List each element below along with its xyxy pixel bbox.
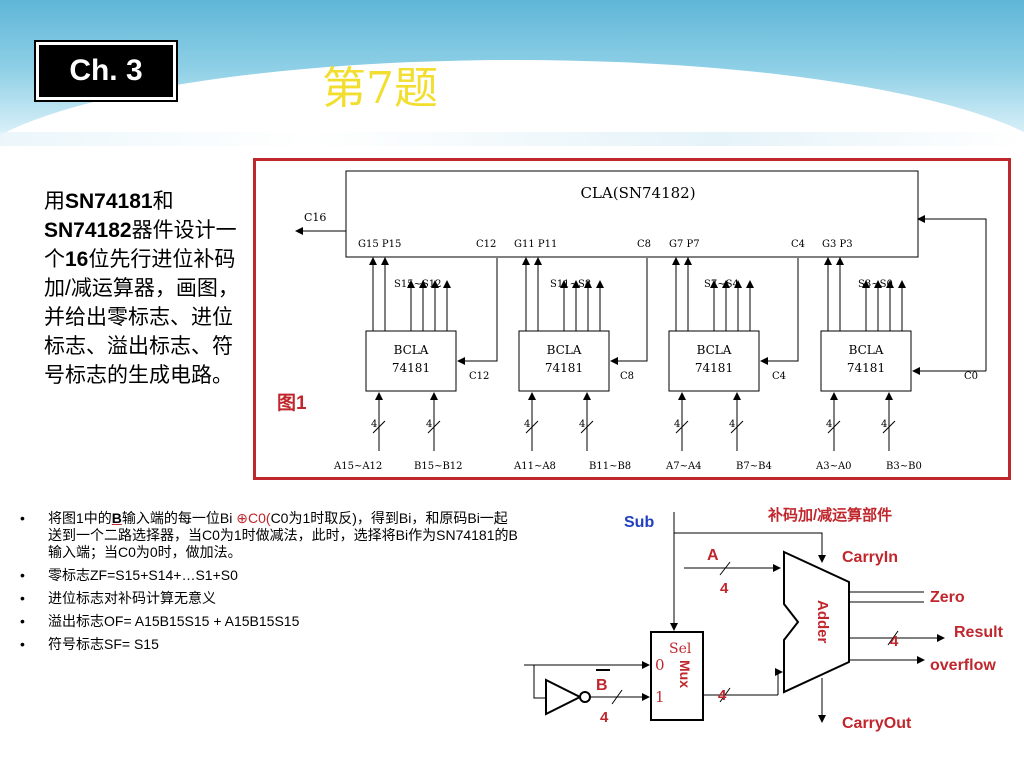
mux-label: Mux <box>677 660 693 688</box>
bus-width: 4 <box>371 419 377 430</box>
bus-width: 4 <box>826 419 832 430</box>
bus-width: 4 <box>729 419 735 430</box>
bus-width: 4 <box>674 419 680 430</box>
cin-label: C12 <box>476 239 496 250</box>
a-input-label: A11~A8 <box>513 461 556 472</box>
bcla-label: BCLA <box>394 343 429 357</box>
carry-label: C0 <box>964 371 978 382</box>
note-text: B <box>111 510 122 526</box>
bcla-label: 74181 <box>695 361 733 375</box>
cla-diagram: CLA(SN74182) C16 G15 P15 C12 G11 P11 C8 … <box>295 170 987 472</box>
bus-width: 4 <box>426 419 432 430</box>
a-input-label: A15~A12 <box>333 461 382 472</box>
problem-text-part: 器件设计一个 <box>44 219 237 271</box>
b-input-label: B11~B8 <box>589 461 631 472</box>
carry-label: C4 <box>772 371 786 382</box>
carry-label: C12 <box>469 371 489 382</box>
figure-1-frame: CLA(SN74182) C16 G15 P15 C12 G11 P11 C8 … <box>253 158 1011 480</box>
bcla-label: BCLA <box>697 343 732 357</box>
inverter <box>545 678 583 716</box>
bus-width: 4 <box>600 709 609 726</box>
problem-text-part: 16 <box>65 248 89 271</box>
bus-width: 4 <box>579 419 585 430</box>
cin-label: C8 <box>637 239 651 250</box>
b-bar-label: B <box>596 677 608 694</box>
sum-label: S3~S0 <box>858 279 893 290</box>
adder-label: Adder <box>814 600 831 644</box>
circuit-title: 补码加/减运算部件 <box>767 506 892 524</box>
b-input-label: B3~B0 <box>886 461 922 472</box>
chapter-badge: Ch. 3 <box>36 42 176 100</box>
bcla-label: 74181 <box>392 361 430 375</box>
sel-label: Sel <box>669 641 692 657</box>
bcla-block-2: BCLA 74181 S11~S8 C8 4 4 A11~A8 B11~B8 <box>513 257 648 472</box>
bcla-label: BCLA <box>547 343 582 357</box>
bcla-label: 74181 <box>847 361 885 375</box>
bcla-block-0: BCLA 74181 S3~S0 C0 4 4 A3~A0 B3~B0 <box>815 257 986 472</box>
note-text: 将图1中的 <box>48 510 112 526</box>
gp-label: G7 P7 <box>669 239 700 250</box>
problem-text-part: 位先行进位补码加/减运算器，画图，并给出零标志、进位标志、溢出标志、符号标志的生… <box>44 248 239 387</box>
adder-subtractor-circuit: 补码加/减运算部件 Sub A 4 CarryIn Adder Zero 4 R… <box>524 506 1004 732</box>
bus-width: 4 <box>720 580 729 597</box>
note-item: 溢出标志OF= A15B15S15 + A15B15S15 <box>20 613 520 630</box>
mux-input-0: 0 <box>655 656 665 674</box>
note-text: 输入端的每一位Bi <box>121 510 237 526</box>
problem-text: 用SN74181和 SN74182器件设计一个16位先行进位补码加/减运算器，画图… <box>44 187 244 390</box>
note-text: C0为1时取反)，得到Bi，和原码Bi一起送到一个二路选择器，当C0为1时做减法… <box>48 510 518 560</box>
a-input-label: A3~A0 <box>815 461 852 472</box>
note-text: ⊕C0( <box>236 510 271 526</box>
gp-label: G15 P15 <box>358 239 401 250</box>
a-label: A <box>707 547 719 564</box>
note-item: 零标志ZF=S15+S14+…S1+S0 <box>20 567 520 584</box>
carryout-label: CarryOut <box>842 715 912 732</box>
sum-label: S11~S8 <box>550 279 591 290</box>
problem-text-part: SN74182 <box>44 219 132 242</box>
mux-block <box>650 631 704 721</box>
bcla-label: 74181 <box>545 361 583 375</box>
cin-label: C4 <box>791 239 805 250</box>
bcla-block-3: BCLA 74181 S15~S12 C12 4 4 A15~A12 B15~B… <box>333 257 498 472</box>
mux-input-1: 1 <box>655 688 665 706</box>
header-wave-shadow <box>0 132 1024 146</box>
figure-1-label: 图1 <box>277 393 307 414</box>
gp-label: G11 P11 <box>514 239 557 250</box>
sum-label: S7~S4 <box>704 279 739 290</box>
carry-label: C8 <box>620 371 634 382</box>
note-item: 进位标志对补码计算无意义 <box>20 590 520 607</box>
gp-label: G3 P3 <box>822 239 853 250</box>
b-input-label: B7~B4 <box>736 461 772 472</box>
note-item: 符号标志SF= S15 <box>20 636 520 653</box>
adder-block <box>783 550 850 694</box>
result-label: Result <box>954 624 1004 641</box>
notes-list: 将图1中的B输入端的每一位Bi ⊕C0(C0为1时取反)，得到Bi，和原码Bi一… <box>20 510 520 659</box>
bus-width: 4 <box>890 633 899 650</box>
cla-block <box>345 170 919 258</box>
sub-label: Sub <box>624 514 654 531</box>
bus-width: 4 <box>881 419 887 430</box>
b-input-label: B15~B12 <box>414 461 463 472</box>
overflow-label: overflow <box>930 657 996 674</box>
bus-width: 4 <box>718 687 727 704</box>
a-input-label: A7~A4 <box>665 461 702 472</box>
zero-label: Zero <box>930 589 965 606</box>
slide-title: 第7题 <box>322 63 438 114</box>
bus-width: 4 <box>524 419 530 430</box>
bcla-block-1: BCLA 74181 S7~S4 C4 4 4 A7~A4 B7~B4 <box>665 257 799 472</box>
bcla-label: BCLA <box>849 343 884 357</box>
problem-text-part: SN74181 <box>65 190 153 213</box>
cla-label: CLA(SN74182) <box>580 184 695 202</box>
c16-label: C16 <box>304 211 326 224</box>
problem-text-part: 和 <box>152 190 174 213</box>
carryin-label: CarryIn <box>842 549 898 566</box>
problem-text-part: 用 <box>44 190 65 213</box>
sum-label: S15~S12 <box>394 279 442 290</box>
note-item: 将图1中的B输入端的每一位Bi ⊕C0(C0为1时取反)，得到Bi，和原码Bi一… <box>20 510 520 561</box>
